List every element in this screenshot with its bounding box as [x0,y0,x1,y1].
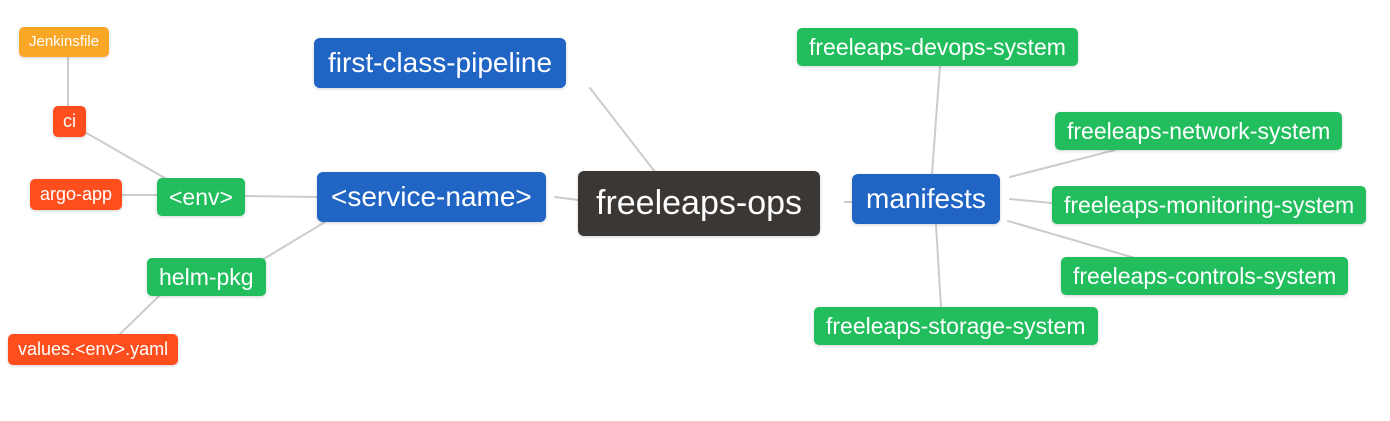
edge-manifests-storage-system [935,224,942,308]
node-service-name[interactable]: <service-name> [317,172,546,223]
edge-ci-env [82,130,171,182]
node-freeleaps-ops[interactable]: freeleaps-ops [578,171,821,236]
node-devops-system[interactable]: freeleaps-devops-system [797,28,1078,67]
node-monitoring-system[interactable]: freeleaps-monitoring-system [1052,186,1367,225]
node-network-system[interactable]: freeleaps-network-system [1055,112,1343,151]
node-argo-app[interactable]: argo-app [30,179,123,210]
node-first-class-pipeline[interactable]: first-class-pipeline [314,38,567,89]
edge-first-class-pipeline-freeleaps-ops [589,87,656,173]
node-env[interactable]: <env> [157,178,245,217]
node-values-env-yaml[interactable]: values.<env>.yaml [8,334,179,365]
edge-helm-pkg-values-env-yaml [119,294,161,335]
node-helm-pkg[interactable]: helm-pkg [147,258,266,297]
node-jenkinsfile[interactable]: Jenkinsfile [19,27,110,57]
node-ci[interactable]: ci [53,106,86,137]
node-storage-system[interactable]: freeleaps-storage-system [814,307,1098,346]
node-manifests[interactable]: manifests [852,174,1000,225]
edge-service-name-helm-pkg [261,221,326,261]
edge-manifests-controls-system [1007,220,1136,259]
edge-manifests-monitoring-system [1009,198,1053,204]
edge-service-name-freeleaps-ops [554,196,579,201]
edge-manifests-devops-system [931,64,941,175]
node-controls-system[interactable]: freeleaps-controls-system [1061,257,1349,296]
edge-env-service-name [242,195,318,198]
edge-manifests-network-system [1009,149,1116,178]
